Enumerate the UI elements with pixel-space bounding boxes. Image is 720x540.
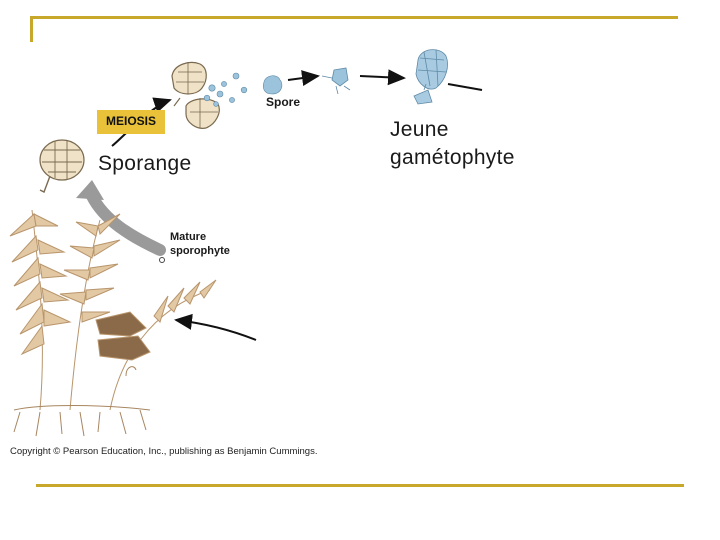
mature-sporophyte-label: Mature sporophyte (170, 231, 230, 257)
top-rule-corner (30, 16, 33, 42)
curved-gray-arrow (86, 190, 166, 256)
copyright-notice: Copyright © Pearson Education, Inc., pub… (10, 446, 318, 457)
meiosis-label: MEIOSIS (105, 114, 156, 128)
young-gametophyte-illustration (413, 49, 448, 105)
spore-label: Spore (266, 95, 301, 109)
meiosis-badge: MEIOSIS (97, 110, 165, 134)
bottom-rule (36, 484, 684, 487)
spore-cluster (203, 72, 283, 107)
gray-arrow-head (76, 180, 104, 200)
germinating-spore (321, 67, 351, 95)
young-gametophyte-label: Jeune gamétophyte (390, 118, 515, 169)
mature-sporophyte-fern (9, 209, 217, 437)
top-rule (30, 16, 678, 19)
sporangium-illustration (39, 139, 85, 193)
sporangium-label: Sporange (98, 152, 192, 175)
dehiscing-sporangium (171, 61, 220, 129)
